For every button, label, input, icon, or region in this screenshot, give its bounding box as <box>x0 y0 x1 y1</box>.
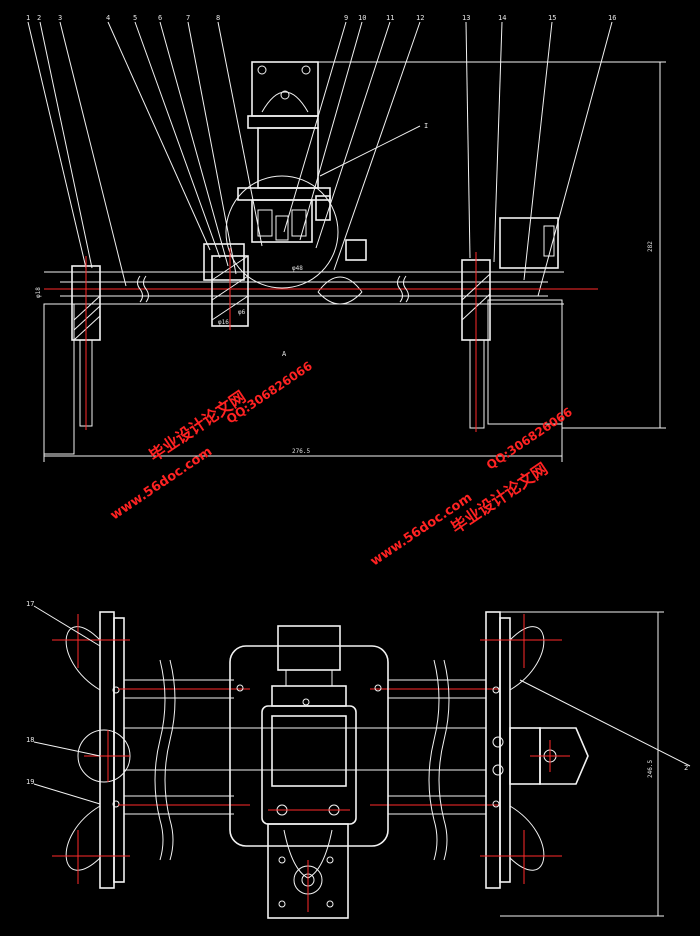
part-number: 3 <box>58 14 62 22</box>
dim-motor-dia: φ48 <box>292 265 303 272</box>
motor-assembly <box>203 61 367 305</box>
overall-height-label: 282 <box>647 241 654 252</box>
part-number: 4 <box>106 14 110 22</box>
part-number: 17 <box>26 600 34 608</box>
part-number: 12 <box>416 14 424 22</box>
part-number: 2 <box>37 14 41 22</box>
section-label: I <box>424 122 428 130</box>
part-number: 9 <box>344 14 348 22</box>
center-collar <box>211 248 249 330</box>
overall-width-label: 276.5 <box>292 448 310 455</box>
bottom-view: 246.5 17 18 19 2 <box>26 600 691 919</box>
part-number: 8 <box>216 14 220 22</box>
part-number: 6 <box>158 14 162 22</box>
part-number: 7 <box>186 14 190 22</box>
part-number: 18 <box>26 736 34 744</box>
left-support <box>43 256 101 455</box>
right-support <box>461 217 563 432</box>
shaft <box>44 271 598 305</box>
dim-collar-dia: φ16 <box>218 319 229 326</box>
bottom-leaders <box>33 605 691 917</box>
leader-lines <box>27 21 613 297</box>
height-dimension: 282 <box>318 61 666 429</box>
left-frame <box>52 611 131 889</box>
part-number: 14 <box>498 14 506 22</box>
right-frame <box>480 611 589 889</box>
part-number: 1 <box>26 14 30 22</box>
part-number: 19 <box>26 778 34 786</box>
part-number: 10 <box>358 14 366 22</box>
view-label: A <box>282 350 287 358</box>
dim-bolt-dia: φ6 <box>238 309 246 316</box>
dim-shaft-dia: φ18 <box>35 287 42 298</box>
rails <box>118 659 500 861</box>
part-numbers-top: 1 2 3 4 5 6 7 8 9 10 11 12 13 14 15 16 <box>26 14 616 22</box>
part-number: 5 <box>133 14 137 22</box>
bottom-height-label: 246.5 <box>647 760 654 778</box>
part-number: 13 <box>462 14 470 22</box>
carriage <box>229 625 389 919</box>
top-view: 276.5 282 φ18 φ48 φ16 φ6 I A 1 2 3 4 5 6… <box>26 14 666 462</box>
part-number: 2 <box>684 764 688 772</box>
width-dimension: 276.5 <box>43 420 563 462</box>
part-number: 11 <box>386 14 394 22</box>
watermark-qq: QQ:306826066 <box>484 405 575 473</box>
part-number: 16 <box>608 14 616 22</box>
part-number: 15 <box>548 14 556 22</box>
watermarks: 毕业设计论文网 QQ:306826066 www.56doc.com QQ:30… <box>108 359 575 570</box>
